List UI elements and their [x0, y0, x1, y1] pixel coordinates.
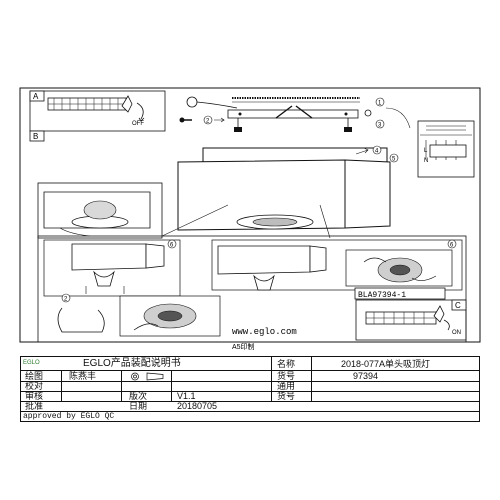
step-5-label: 5: [392, 157, 396, 163]
date-value: 20180705: [177, 401, 218, 411]
review-label: 审核: [25, 391, 44, 401]
wiring-detail: 2 1 3: [179, 96, 411, 132]
step-2-label-bottom: 2: [64, 297, 68, 303]
step-3-label-a: 3: [378, 123, 382, 129]
step-2-circle: [203, 115, 213, 125]
ceiling-canopy: [202, 147, 388, 163]
step-6-left-view: 6: [43, 239, 181, 297]
check-label: 校对: [25, 381, 44, 391]
hand-switch-off-icon: [121, 95, 145, 122]
applicable-label: 通用: [277, 381, 296, 391]
step-4-label: 4: [375, 149, 379, 155]
section-a-frame: [29, 90, 166, 132]
section-a: A OFF: [29, 90, 166, 132]
item-value: 97394: [353, 371, 379, 381]
name-label: 名称: [277, 359, 296, 369]
switch-on-label: ON: [452, 330, 461, 336]
screw-icon: [179, 117, 192, 123]
terminal-connection-detail: L N: [417, 120, 475, 178]
item2-label: 货号: [277, 391, 296, 401]
step-6-circle-right: [447, 239, 457, 249]
step-4-circle: [372, 145, 382, 155]
step-6-label-right: 6: [450, 243, 454, 249]
approve-label: 批准: [25, 401, 44, 411]
step-6-right-view: 6: [211, 239, 463, 291]
step-1-circle: [375, 97, 385, 107]
version-label: 版次: [129, 391, 148, 401]
approval-footer: approved by EGLO QC: [23, 412, 115, 421]
website-url: www.eglo.com: [232, 327, 297, 337]
section-b-label: B: [33, 132, 38, 141]
version-value: V1.1: [177, 391, 196, 401]
lamp-interior-detail: [37, 182, 163, 239]
switch-off-label: OFF: [132, 121, 144, 127]
spot-bulb-icon: [93, 270, 115, 287]
eglo-logo: EGLO: [23, 360, 40, 366]
step-3-circle-a: [375, 119, 385, 129]
lamp-box-side: [344, 159, 391, 229]
hand-switch-on-icon: [433, 305, 445, 323]
terminal-block-a: [47, 97, 127, 111]
name-value: 2018-077A单头吸顶灯: [341, 359, 431, 369]
manual-title: EGLO产品装配说明书: [83, 358, 181, 369]
step-1-label: 1: [378, 101, 382, 107]
ceiling-plug-icon: [186, 96, 198, 108]
section-a-label: A: [33, 92, 39, 101]
step-6-label-left: 6: [170, 243, 174, 249]
projection-symbol-icon: [129, 372, 169, 383]
print-size-label: A5印制: [232, 342, 255, 351]
step-5-circle: [389, 153, 399, 163]
section-a-label-box: [29, 90, 45, 102]
section-c: C ON: [355, 299, 467, 341]
hand-lamp-detail: 2: [57, 293, 221, 337]
section-c-label-box: [451, 299, 467, 311]
section-c-label: C: [455, 301, 461, 310]
step-6-circle-left: [167, 239, 177, 249]
drawing-value: 陈燕丰: [69, 371, 97, 381]
step-2-circle-bottom: [61, 293, 71, 303]
hand-insert-bulb-icon: [345, 249, 453, 287]
spot-bulb-icon-right: [253, 274, 275, 291]
date-label: 日期: [129, 401, 148, 411]
terminal-l-label: L: [424, 148, 428, 154]
mounting-bracket: [227, 105, 359, 132]
lower-panel-frame: [37, 235, 467, 343]
step-2-label-a: 2: [206, 119, 210, 125]
ceiling-light-fixture: 4 5: [159, 145, 399, 239]
terminal-n-label: N: [424, 158, 428, 164]
section-b-label-box: [29, 130, 45, 142]
item-label: 货号: [277, 371, 296, 381]
drawing-label: 绘图: [25, 371, 44, 381]
title-block: EGLO EGLO产品装配说明书 绘图 陈燕丰 校对 审核 批准 版次 V1.1…: [20, 356, 480, 412]
ground-icon: [364, 109, 372, 117]
model-label: BLA97394-1: [358, 291, 406, 300]
model-label-box: [354, 287, 446, 300]
